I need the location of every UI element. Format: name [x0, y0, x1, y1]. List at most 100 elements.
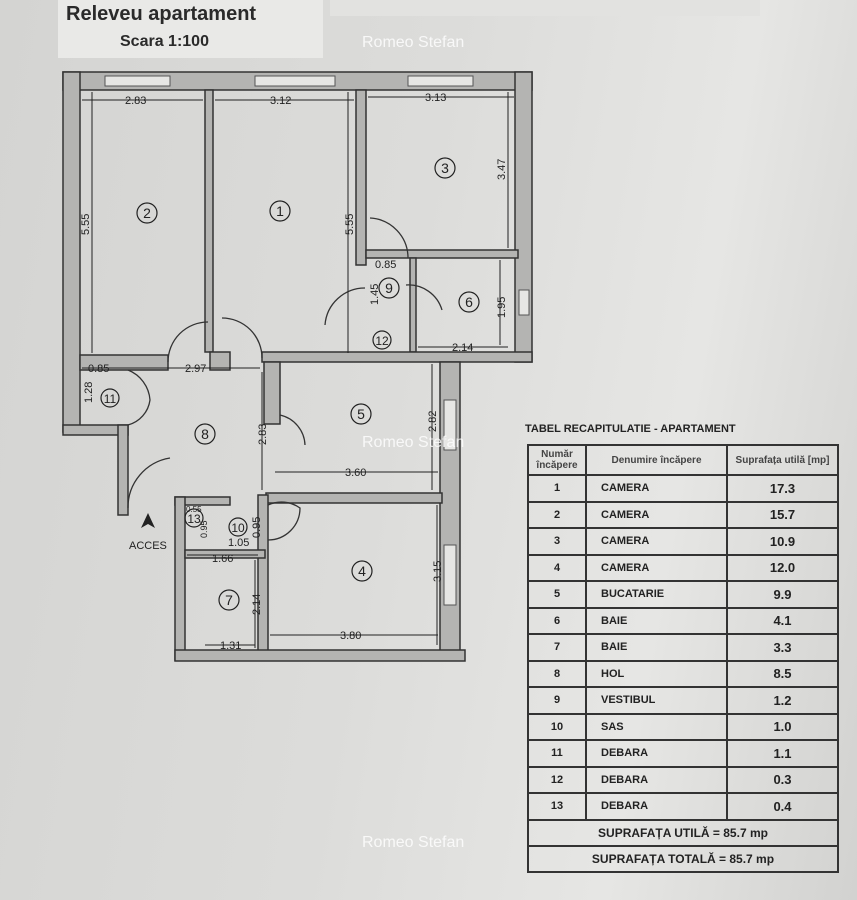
scale-label: Scara 1:100 — [120, 33, 209, 50]
dim-label: 1.95 — [496, 297, 508, 318]
room-area: 1.2 — [726, 686, 839, 715]
dim-label: 3.60 — [345, 467, 366, 479]
dim-label: 5.55 — [344, 214, 356, 235]
watermark: Romeo Stefan — [362, 434, 465, 451]
room-marker — [269, 200, 291, 222]
room-number-label: 5 — [357, 406, 365, 422]
door — [405, 284, 443, 311]
room-number-label: 7 — [225, 592, 233, 608]
room-name: BAIE — [585, 633, 728, 662]
room-number: 8 — [527, 659, 587, 688]
door — [369, 217, 409, 259]
windows — [104, 75, 530, 606]
room-name: CAMERA — [585, 500, 728, 529]
wall — [79, 354, 169, 371]
watermark: Romeo Stefan — [362, 834, 465, 851]
room-area: 15.7 — [726, 500, 839, 529]
wall — [174, 649, 466, 662]
room-number-label: 12 — [375, 334, 389, 348]
door — [221, 317, 263, 359]
dim-label: 0.85 — [375, 259, 396, 271]
room-area: 4.1 — [726, 606, 839, 635]
room-marker — [372, 330, 392, 350]
wall — [184, 549, 266, 559]
room-marker — [184, 508, 204, 528]
room-number-label: 11 — [104, 392, 117, 406]
room-number: 10 — [527, 712, 587, 741]
room-number: 11 — [527, 739, 587, 768]
doors — [127, 217, 443, 541]
room-number: 7 — [527, 633, 587, 662]
room-marker — [434, 157, 456, 179]
dim-label: 3.80 — [340, 630, 361, 642]
page-title: Releveu apartament — [66, 3, 257, 25]
wall — [514, 71, 533, 363]
room-area: 3.3 — [726, 633, 839, 662]
room-area: 8.5 — [726, 659, 839, 688]
wall — [209, 351, 231, 371]
room-number: 9 — [527, 686, 587, 715]
room-name: BUCATARIE — [585, 580, 728, 609]
room-number-label: 13 — [187, 512, 201, 526]
room-number: 5 — [527, 580, 587, 609]
total-area: SUPRAFAȚA TOTALĂ = 85.7 mp — [527, 844, 839, 873]
room-marker — [136, 202, 158, 224]
room-number-label: 2 — [143, 205, 151, 221]
window — [254, 75, 336, 87]
table-title: TABEL RECAPITULATIE - APARTAMENT — [525, 423, 736, 435]
dim-label: 2.82 — [427, 411, 439, 432]
room-area: 9.9 — [726, 580, 839, 609]
room-area: 10.9 — [726, 527, 839, 556]
room-number-label: 1 — [276, 203, 284, 219]
window — [443, 544, 457, 606]
dim-label: 1.31 — [220, 640, 241, 652]
room-area: 0.3 — [726, 765, 839, 794]
dim-label: 1.28 — [83, 382, 95, 403]
dim-label: 3.47 — [496, 159, 508, 180]
room-marker — [228, 517, 248, 537]
dim-label: 3.13 — [425, 92, 446, 104]
door — [127, 369, 151, 426]
watermark: Romeo Stefan — [362, 34, 465, 51]
room-number: 4 — [527, 553, 587, 582]
dim-label: 2.83 — [125, 95, 146, 107]
total-useful-area: SUPRAFAȚA UTILĂ = 85.7 mp — [527, 818, 839, 847]
room-number-label: 3 — [441, 160, 449, 176]
room-marker — [378, 277, 400, 299]
door — [127, 457, 171, 509]
room-name: DEBARA — [585, 765, 728, 794]
room-number-label: 10 — [231, 521, 245, 535]
room-number: 12 — [527, 765, 587, 794]
dim-label: 1.05 — [228, 537, 249, 549]
wall — [355, 89, 367, 266]
wall — [263, 361, 281, 425]
room-marker — [458, 291, 480, 313]
summary-table: Număr încăpere Denumire încăpere Suprafa… — [527, 444, 839, 873]
room-number: 1 — [527, 474, 587, 503]
room-area: 0.4 — [726, 792, 839, 821]
room-number-label: 8 — [201, 426, 209, 442]
room-marker — [100, 388, 120, 408]
wall — [117, 424, 129, 516]
wall — [261, 351, 533, 363]
dim-label: 2.14 — [452, 342, 473, 354]
dim-label: 3.15 — [432, 561, 444, 582]
dim-label: 1.45 — [369, 284, 381, 305]
wall — [365, 249, 519, 259]
room-number-label: 9 — [385, 280, 393, 296]
dim-label: 2.14 — [251, 594, 263, 615]
walls — [62, 71, 533, 662]
room-marker — [350, 403, 372, 425]
dim-label: 2.97 — [185, 363, 206, 375]
room-area: 17.3 — [726, 474, 839, 503]
access-arrow-icon — [141, 513, 155, 528]
room-number-label: 4 — [358, 563, 366, 579]
